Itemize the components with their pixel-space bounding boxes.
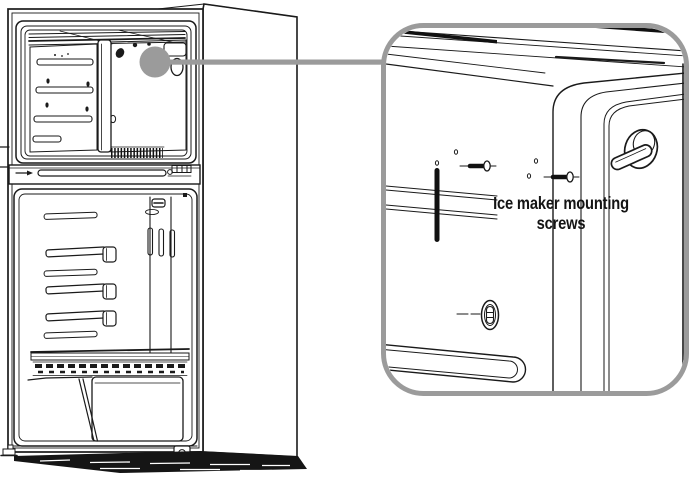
callout-contents xyxy=(386,28,684,391)
divider-band xyxy=(8,164,201,185)
mounting-hole-oval xyxy=(170,57,184,77)
crisper-drawer xyxy=(27,376,184,442)
shelf-rail-hooks xyxy=(45,246,117,327)
side-panel xyxy=(202,3,298,458)
cabinet-top-edge xyxy=(157,3,298,18)
callout-detail-view xyxy=(381,23,689,396)
liner-corner xyxy=(552,63,684,391)
mounting-screw-1 xyxy=(459,160,497,172)
ice-maker-mounting-area xyxy=(109,39,187,160)
rail-slots xyxy=(43,211,98,339)
support-strut xyxy=(78,378,95,442)
callout-label-line2: screws xyxy=(536,213,586,234)
callout-border xyxy=(381,23,689,396)
refrigerator-illustration xyxy=(0,3,307,473)
screw-holes xyxy=(434,149,539,179)
freezer-compartment xyxy=(15,20,197,164)
freezer-mullion xyxy=(97,39,112,153)
vent-slots xyxy=(32,58,94,143)
support-strut xyxy=(82,378,99,442)
mounting-screw-2 xyxy=(543,171,580,183)
mounting-slot xyxy=(456,299,500,331)
zoom-connector-line xyxy=(164,59,386,65)
control-knob xyxy=(610,128,659,171)
ice-chute xyxy=(115,48,125,58)
door-rail xyxy=(386,343,527,383)
divider-latch xyxy=(167,165,192,177)
rear-vent-slots xyxy=(147,227,176,258)
leveling-foot xyxy=(0,444,18,457)
airflow-arrow xyxy=(15,170,33,176)
fresh-food-compartment xyxy=(0,188,198,459)
callout-label-line1: Ice maker mounting xyxy=(493,193,629,213)
shelf-assembly xyxy=(30,348,190,376)
screw-holes-freezer xyxy=(45,53,90,112)
freezer-ceiling-lines xyxy=(386,28,684,87)
top-clip xyxy=(145,193,187,216)
shelf-rails xyxy=(386,185,498,220)
fill-tube xyxy=(434,168,440,242)
floor-shadow xyxy=(14,451,307,473)
freezer-back-panel-left xyxy=(29,43,117,153)
callout-label: Ice maker mounting screws xyxy=(491,193,630,234)
zoom-marker-dot xyxy=(139,46,171,78)
